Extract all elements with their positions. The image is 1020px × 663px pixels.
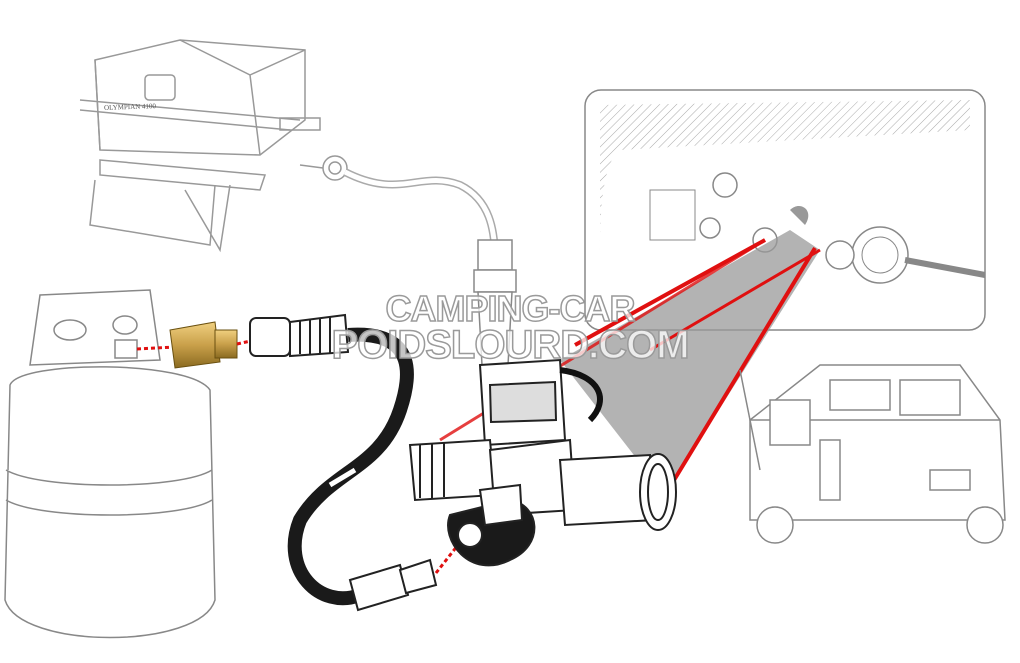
extension-hose [287,327,414,606]
watermark-line2: POIDSLOURD.COM [331,322,691,368]
grill-hose-fitting [473,239,517,366]
red-guide-line [574,238,766,347]
brass-adapter [169,321,238,369]
motorhome [739,364,1006,544]
watermark-line1: CAMPING-CAR [385,287,636,330]
quick-connect-plug [249,313,350,358]
portable-grill [79,39,348,253]
grill-hose [343,168,499,261]
highlight-beam [560,230,820,495]
tee-adapter [408,358,677,567]
rv-propane-panel [584,89,986,331]
hose-end-fitting [348,558,438,612]
propane-tank [4,289,216,639]
